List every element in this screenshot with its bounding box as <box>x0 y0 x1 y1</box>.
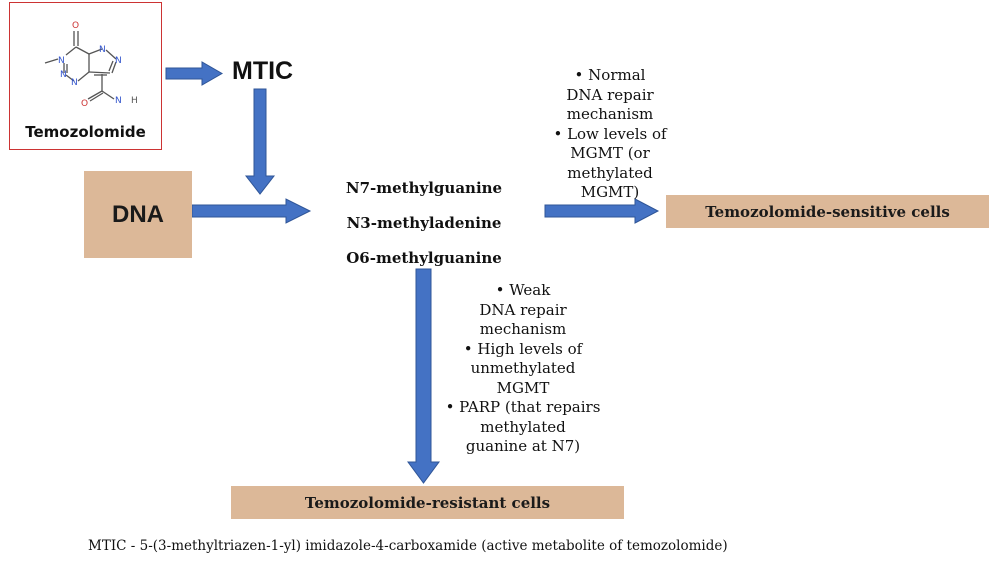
sensitive-condition-line: methylated <box>567 163 653 182</box>
atom-nh: N <box>115 96 122 106</box>
temozolomide-structure: O N N N N N O N H <box>44 21 138 109</box>
arrow-to-resistant <box>407 268 440 484</box>
sensitive-condition-line: • Normal <box>574 66 646 84</box>
resistant-condition-line: methylated <box>480 417 566 436</box>
footnote: MTIC - 5-(3-methyltriazen-1-yl) imidazol… <box>88 538 728 554</box>
atom-n2: N <box>71 78 78 88</box>
resistant-cells-box: Temozolomide-resistant cells <box>231 486 624 519</box>
resistant-condition-line: guanine at N7) <box>465 437 581 455</box>
temozolomide-frame: O N N N N N O N H Temozolomide <box>9 2 162 150</box>
resistant-condition-line: mechanism <box>479 320 567 338</box>
dna-label: DNA <box>112 200 164 228</box>
products-list: N7-methylguanine N3-methyladenine O6-met… <box>318 171 530 276</box>
resistant-condition-line: • High levels of <box>463 339 583 358</box>
resistant-condition-line: • Weak <box>495 281 551 299</box>
atom-n3: N <box>60 70 67 80</box>
sensitive-cells-box: Temozolomide-sensitive cells <box>666 195 989 228</box>
molecule-name: Temozolomide <box>25 123 146 141</box>
arrow-temozolomide-to-mtic <box>165 61 224 86</box>
resistant-condition-line: unmethylated <box>470 359 576 377</box>
atom-n5: N <box>115 56 122 66</box>
mtic-label: MTIC <box>232 57 294 85</box>
resistant-condition-line: DNA repair <box>479 300 567 319</box>
sensitive-condition-line: mechanism <box>566 105 654 123</box>
resistant-cells-label: Temozolomide-resistant cells <box>304 493 551 512</box>
sensitive-condition-line: DNA repair <box>566 85 654 104</box>
sensitive-condition-line: MGMT) <box>580 183 640 201</box>
dna-box: DNA <box>84 171 192 258</box>
product-n3-methyladenine: N3-methyladenine <box>346 214 502 232</box>
atom-n4: N <box>99 45 106 55</box>
resistant-conditions: • Weak DNA repair mechanism • High level… <box>430 281 616 457</box>
resistant-condition-line: MGMT <box>496 378 550 397</box>
sensitive-condition-line: • Low levels of <box>553 124 667 143</box>
atom-o: O <box>72 21 79 31</box>
arrow-to-sensitive <box>544 198 660 224</box>
arrow-dna-to-products <box>191 198 312 224</box>
resistant-condition-line: • PARP (that repairs <box>445 398 601 416</box>
atom-n1: N <box>58 56 65 66</box>
arrow-mtic-down <box>244 88 276 195</box>
sensitive-condition-line: MGMT (or <box>570 144 650 162</box>
atom-h: H <box>131 96 138 106</box>
sensitive-cells-label: Temozolomide-sensitive cells <box>705 202 950 221</box>
product-o6-methylguanine: O6-methylguanine <box>346 249 502 267</box>
sensitive-conditions: • Normal DNA repair mechanism • Low leve… <box>530 66 690 203</box>
atom-o2: O <box>81 99 88 109</box>
product-n7-methylguanine: N7-methylguanine <box>345 179 503 197</box>
